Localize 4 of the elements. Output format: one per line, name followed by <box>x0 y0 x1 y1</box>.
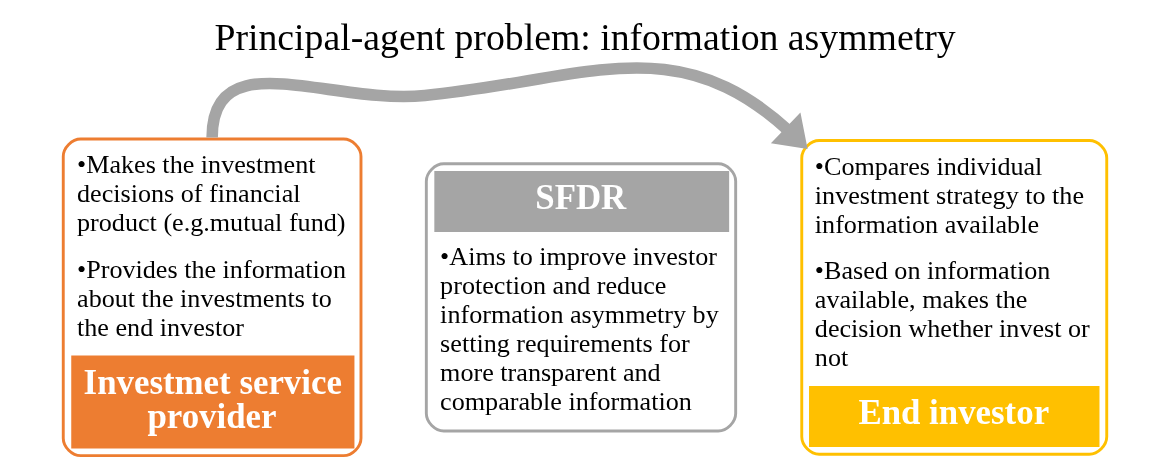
node-box: •Makes the investment decisions of financial product (e.g.mutual fund) •Provides the information about the investments to the end investor Investmet service provider <box>61 137 363 458</box>
node-box: •Compares individual investment strategy to the information available •Based on information available, makes the decision whether invest or not End investor <box>800 139 1109 456</box>
diagram-title: Principal-agent problem: information asymmetry <box>214 15 956 58</box>
node-box: SFDR •Aims to improve investor protection and reduce information asymmetry by setting requirements for more transparent and comparable information <box>424 162 738 433</box>
